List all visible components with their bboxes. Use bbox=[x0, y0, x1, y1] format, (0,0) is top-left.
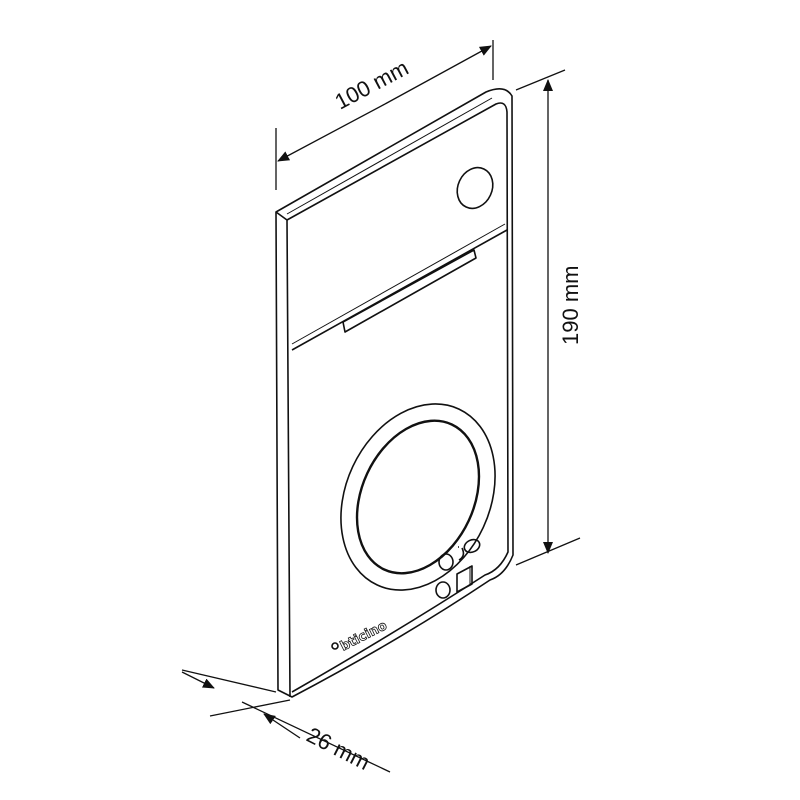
door-button[interactable] bbox=[435, 581, 451, 599]
height-label: 190 mm bbox=[558, 266, 583, 345]
width-dimension-line bbox=[277, 103, 386, 162]
speaker-grille bbox=[355, 419, 481, 575]
depth-extension-back bbox=[181, 669, 277, 693]
depth-dimension-line bbox=[181, 671, 215, 689]
device-body-outline bbox=[275, 88, 514, 698]
device-front-face bbox=[286, 102, 509, 693]
led-indicator bbox=[331, 642, 339, 650]
speaker-ring-outer bbox=[340, 403, 496, 591]
depth-label: 26 mm bbox=[303, 722, 374, 775]
height-extension-top bbox=[515, 69, 566, 91]
depth-extension-front bbox=[209, 699, 291, 717]
call-button[interactable] bbox=[438, 553, 454, 571]
width-label: 100 mm bbox=[331, 55, 413, 114]
visor-split-line bbox=[291, 229, 508, 351]
door-lock-icon bbox=[456, 565, 473, 593]
camera-lens bbox=[456, 166, 494, 210]
visor-slot bbox=[342, 249, 477, 333]
speech-call-icon bbox=[458, 538, 481, 561]
